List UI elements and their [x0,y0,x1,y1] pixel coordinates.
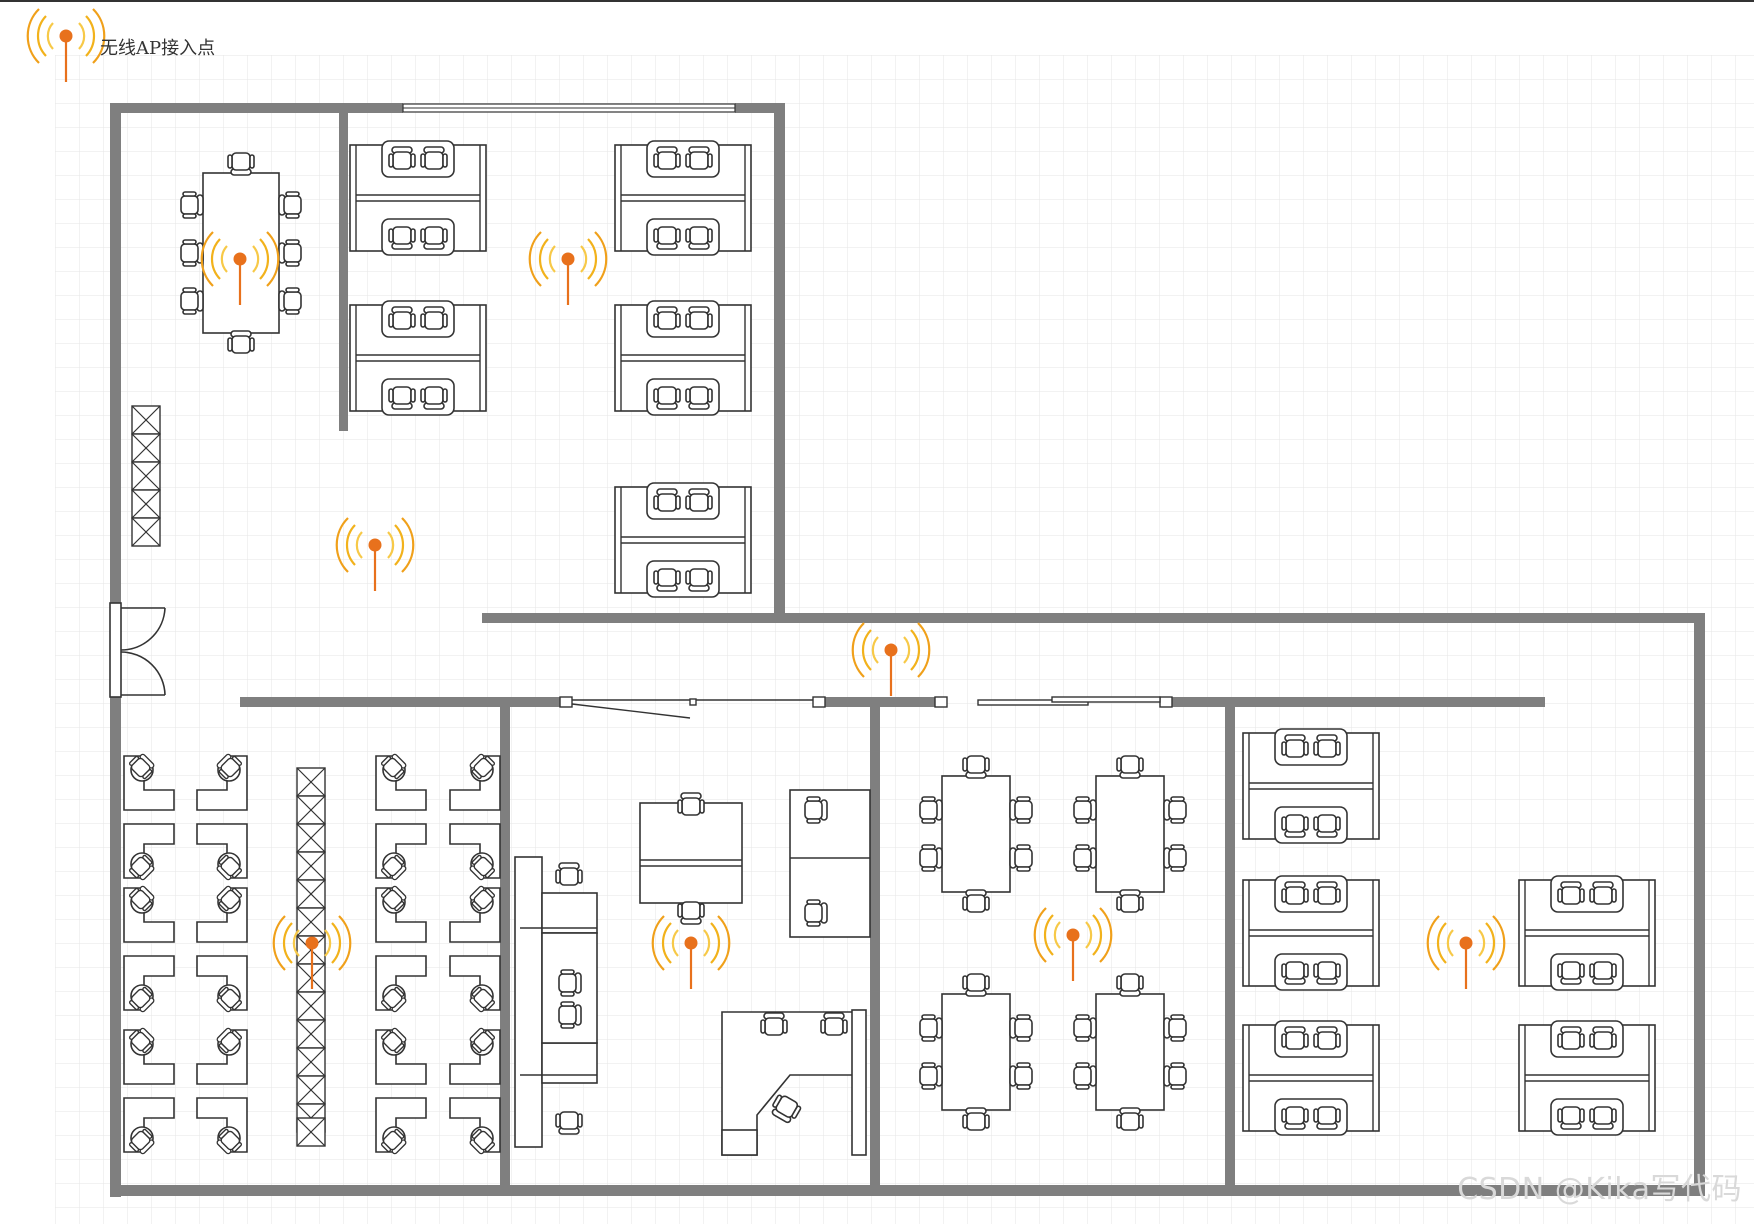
middle-room-desks [514,789,871,1156]
grid-background [55,55,1754,1224]
entrance-door [109,602,166,698]
sliding-door-center [559,696,826,719]
legend-label: 无线AP接入点 [100,38,216,59]
storage-cabinet-upper [131,405,161,547]
workstations-right-a [1243,729,1379,1135]
workstations-upper-right [615,141,751,597]
top-window [402,103,736,113]
sliding-door-right [934,696,1173,708]
watermark: CSDN @Kika写代码 [1457,1172,1742,1207]
walls [110,103,1705,1197]
